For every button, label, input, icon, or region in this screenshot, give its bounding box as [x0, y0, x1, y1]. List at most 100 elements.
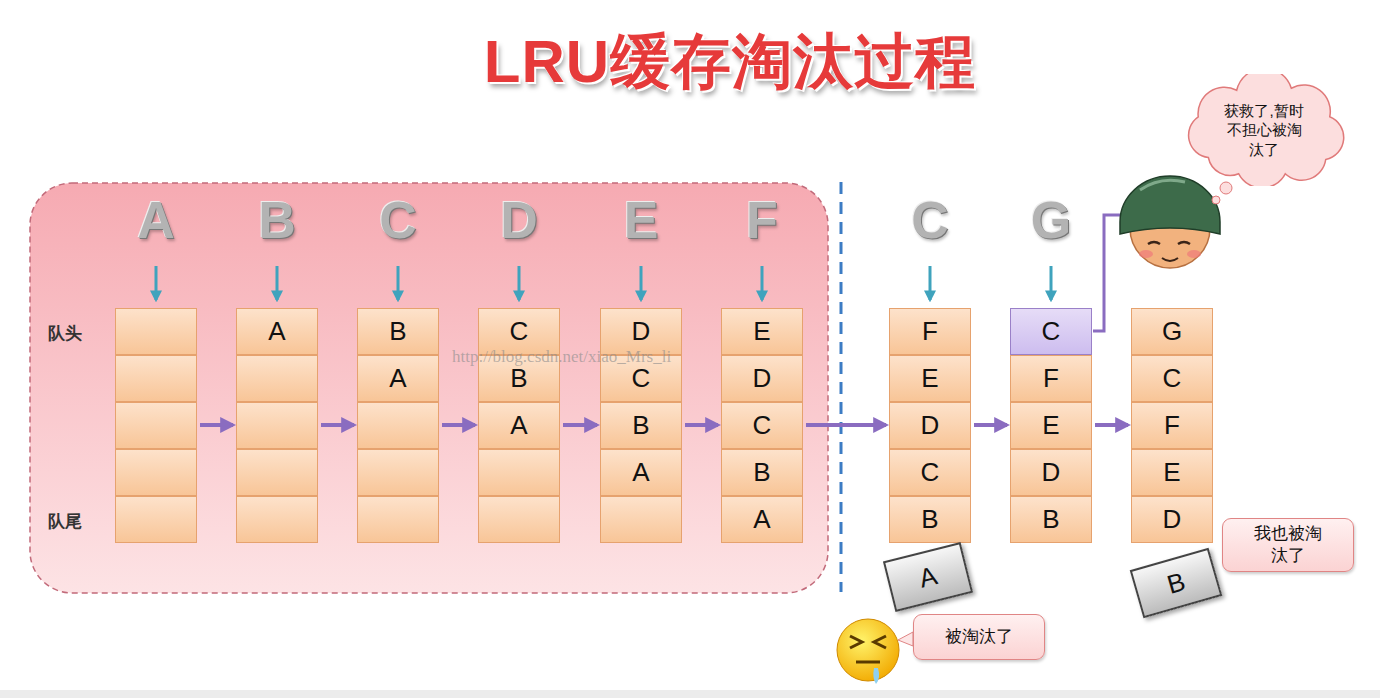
accessed-cell-text: C — [1042, 317, 1061, 346]
queue-cell-text: A — [632, 458, 649, 487]
text-stack: B — [389, 317, 406, 346]
text-stack: A — [753, 505, 770, 534]
queue-slot — [358, 497, 439, 543]
step-arrow — [974, 423, 1007, 427]
speech-bubble: 被淘汰了 — [913, 614, 1045, 660]
queue-cell: B — [1010, 496, 1092, 543]
text-stack: C — [1163, 364, 1182, 393]
queue-cell-text: D — [1042, 458, 1061, 487]
insert-arrow — [155, 266, 158, 300]
watermark: http://blog.csdn.net/xiao_Mrs_li — [452, 347, 671, 367]
queue-cell: D — [889, 402, 971, 449]
queue-tail-label: 队尾 — [48, 510, 82, 533]
queue-cell: A — [236, 308, 318, 355]
queue-cell-text: B — [1042, 505, 1059, 534]
queue-cell-text: E — [1042, 411, 1059, 440]
evicted-box-text: B — [1164, 567, 1189, 599]
text-stack: A — [510, 411, 527, 440]
queue-cell-text: F — [922, 317, 938, 346]
queue-slot — [358, 403, 439, 449]
queue-slot — [890, 309, 971, 355]
step-arrow — [806, 423, 886, 427]
queue-slot — [358, 356, 439, 402]
text-stack: B — [510, 364, 527, 393]
speech-bubble: 我也被淘汰了 — [1222, 518, 1354, 572]
speech-bubble-text: 被淘汰了 — [945, 626, 1013, 648]
queue-cell-text: G — [1162, 317, 1182, 346]
thought-cloud-text: 获救了,暂时不担心被淘汰了 — [1221, 101, 1307, 160]
queue-cell-text: D — [632, 317, 651, 346]
queue-cell-text: E — [1163, 458, 1180, 487]
text-stack: E — [1163, 458, 1180, 487]
access-letter: G — [1011, 190, 1091, 250]
queue-slot — [237, 450, 318, 496]
queue-cell-text: C — [1163, 364, 1182, 393]
queue-slot — [116, 497, 197, 543]
text-stack: A — [632, 458, 649, 487]
access-letter: E — [601, 190, 681, 250]
text-stack: D — [1042, 458, 1061, 487]
queue-slot — [116, 309, 197, 355]
text-stack: B — [1042, 505, 1059, 534]
text-stack: C — [1042, 317, 1061, 346]
text-stack: A — [389, 364, 406, 393]
queue-cell-text: C — [510, 317, 529, 346]
evicted-box-text: A — [916, 561, 940, 593]
text-stack: F — [1043, 364, 1059, 393]
queue-slot — [1011, 450, 1092, 496]
queue-cell-text: A — [268, 317, 285, 346]
text-stack: G — [1162, 317, 1182, 346]
queue-cell-text: D — [921, 411, 940, 440]
text-stack: D — [1163, 505, 1182, 534]
text-stack: B — [921, 505, 938, 534]
speech-bubble-text: 我也被淘汰了 — [1252, 523, 1324, 567]
queue-cell: A — [600, 449, 682, 496]
evicted-box: A — [883, 542, 973, 612]
step-arrow — [1095, 423, 1128, 427]
queue-slot — [237, 309, 318, 355]
divider-line — [840, 182, 843, 592]
queue-slot — [358, 309, 439, 355]
queue-cell-text: E — [753, 317, 770, 346]
text-stack: E — [1042, 411, 1059, 440]
cloud-shape — [1189, 74, 1344, 186]
thought-tail — [1212, 182, 1232, 204]
step-arrow — [685, 423, 718, 427]
queue-cell-text: D — [753, 364, 772, 393]
soldier-icon — [1120, 176, 1220, 268]
queue-cell: E — [1010, 402, 1092, 449]
queue-layout — [116, 266, 1213, 543]
text-stack: D — [921, 411, 940, 440]
queue-cell: D — [721, 355, 803, 402]
queue-slot — [237, 356, 318, 402]
queue-cell: F — [1010, 355, 1092, 402]
accessed-cell: C — [1010, 308, 1092, 355]
queue-slot — [1011, 497, 1092, 543]
text-stack: D — [753, 364, 772, 393]
access-letter: A — [116, 190, 196, 250]
queue-cell: B — [357, 308, 439, 355]
queue-cell: D — [1010, 449, 1092, 496]
bottom-band — [0, 690, 1380, 698]
text-stack: B — [632, 411, 649, 440]
text-stack: A — [916, 561, 940, 593]
queue-cell: B — [721, 449, 803, 496]
step-arrow — [563, 423, 597, 427]
queue-slot — [116, 450, 197, 496]
text-stack: E — [753, 317, 770, 346]
queue-cell-text: F — [1043, 364, 1059, 393]
queue-slot — [1132, 497, 1213, 543]
text-stack: 被淘汰了 — [945, 626, 1013, 648]
queue-slot — [890, 403, 971, 449]
access-letter: B — [237, 190, 317, 250]
queue-slot — [890, 497, 971, 543]
queue-cell: E — [1131, 449, 1213, 496]
queue-slot — [722, 450, 803, 496]
queue-slot — [1011, 309, 1092, 355]
queue-cell: C — [721, 402, 803, 449]
queue-cell-text: C — [921, 458, 940, 487]
bubble-tail — [898, 632, 913, 646]
queue-slot — [1011, 356, 1092, 402]
text-stack: F — [922, 317, 938, 346]
queue-cell-text: C — [753, 411, 772, 440]
